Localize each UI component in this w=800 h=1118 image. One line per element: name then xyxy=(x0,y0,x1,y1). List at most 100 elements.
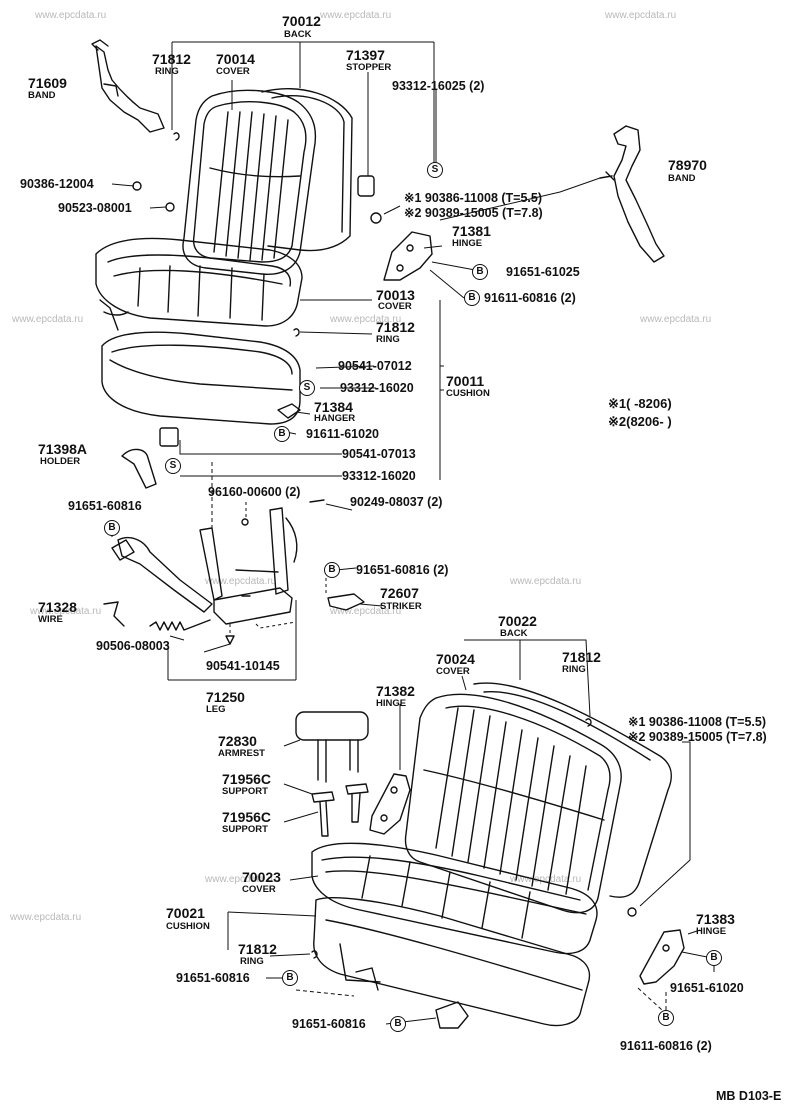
part-number-90506-08003: 90506-08003 xyxy=(96,639,170,653)
part-name-wire: WIRE xyxy=(38,614,63,625)
hinge-rear-left xyxy=(369,773,411,835)
b-marker: B xyxy=(706,950,722,966)
front-seat-back xyxy=(182,88,353,275)
seat-belt-band-right xyxy=(599,125,665,263)
watermark: www.epcdata.ru xyxy=(510,874,582,885)
part-number-71398A: 71398A xyxy=(38,441,88,457)
part-number-90541-10145: 90541-10145 xyxy=(206,659,280,673)
watermark: www.epcdata.ru xyxy=(10,912,82,923)
hinge-rear-right xyxy=(639,929,685,985)
part-name-holder: HOLDER xyxy=(40,456,81,467)
support-1 xyxy=(311,791,335,837)
wire xyxy=(103,601,125,627)
part-number-90389-15005: ※2 90389-15005 (T=7.8) xyxy=(628,730,767,744)
hanger xyxy=(277,403,301,419)
part-name-cover: COVER xyxy=(216,66,250,77)
part-name-ring: RING xyxy=(155,66,179,77)
part-number-91611-60816: 91611-60816 (2) xyxy=(484,291,576,305)
stopper xyxy=(357,175,375,197)
part-name-back: BACK xyxy=(500,628,528,639)
seat-leg-assembly xyxy=(111,507,298,625)
s-marker: S xyxy=(165,458,181,474)
watermark: www.epcdata.ru xyxy=(605,10,677,21)
part-number-78970: 78970 xyxy=(668,157,707,173)
holder xyxy=(121,448,157,489)
part-name-cushion: CUSHION xyxy=(166,921,210,932)
part-number-71383: 71383 xyxy=(696,911,735,927)
armrest xyxy=(295,711,369,783)
watermark: www.epcdata.ru xyxy=(205,874,277,885)
front-seat-cushion-cover xyxy=(95,237,303,327)
b-marker: B xyxy=(464,290,480,306)
part-name-support: SUPPORT xyxy=(222,786,268,797)
part-number-72607: 72607 xyxy=(380,585,419,601)
bracket xyxy=(435,1001,469,1029)
part-number-90249-08037: 90249-08037 (2) xyxy=(350,495,443,509)
spring xyxy=(149,619,211,631)
hinge-front xyxy=(383,231,433,281)
part-number-70021: 70021 xyxy=(166,905,205,921)
rear-seat-cushion-cover xyxy=(311,842,598,955)
part-name-armrest: ARMREST xyxy=(218,748,265,759)
part-number-93312-16020: 93312-16020 xyxy=(342,469,416,483)
part-number-90386-11008: ※1 90386-11008 (T=5.5) xyxy=(628,715,767,729)
part-number-71384: 71384 xyxy=(314,399,353,415)
part-name-hinge: HINGE xyxy=(696,926,727,937)
part-number-71812: 71812 xyxy=(238,941,277,957)
part-number-91651-60816: 91651-60816 xyxy=(176,971,250,985)
part-number-70022: 70022 xyxy=(498,613,537,629)
part-name-ring: RING xyxy=(376,334,400,345)
part-number-90541-07013: 90541-07013 xyxy=(342,447,416,461)
part-number-91611-61020: 91611-61020 xyxy=(306,427,379,441)
part-number-91611-60816: 91611-60816 (2) xyxy=(620,1039,712,1053)
part-name-hanger: HANGER xyxy=(314,413,356,424)
part-number-71956C: 71956C xyxy=(222,809,272,825)
part-number-70013: 70013 xyxy=(376,287,415,303)
part-number-90523-08001: 90523-08001 xyxy=(58,201,132,215)
part-number-91651-60816: 91651-60816 (2) xyxy=(356,563,449,577)
part-number-71956C: 71956C xyxy=(222,771,272,787)
clip xyxy=(159,427,179,447)
part-number-90389-15005: ※2 90389-15005 (T=7.8) xyxy=(404,206,543,220)
part-number-91651-60816: 91651-60816 xyxy=(292,1017,366,1031)
b-marker: B xyxy=(282,970,298,986)
part-number-90541-07012: 90541-07012 xyxy=(338,359,412,373)
part-number-70011: 70011 xyxy=(446,373,485,389)
watermark: www.epcdata.ru xyxy=(330,314,402,325)
part-number-91651-61025: 91651-61025 xyxy=(506,265,580,279)
part-number-70014: 70014 xyxy=(216,51,255,67)
b-marker: B xyxy=(472,264,488,280)
part-name-ring: RING xyxy=(562,664,586,675)
part-number-71609: 71609 xyxy=(28,75,67,91)
b-marker: B xyxy=(390,1016,406,1032)
support-2 xyxy=(345,783,369,823)
watermark: www.epcdata.ru xyxy=(510,576,582,587)
part-name-cover: COVER xyxy=(242,884,276,895)
legend-line-1: ※1( -8206) xyxy=(608,396,672,411)
watermark: www.epcdata.ru xyxy=(205,576,277,587)
b-marker: B xyxy=(274,426,290,442)
part-name-leg: LEG xyxy=(206,704,226,715)
part-name-cushion: CUSHION xyxy=(446,388,490,399)
part-number-71397: 71397 xyxy=(346,47,385,63)
part-number-71812: 71812 xyxy=(152,51,191,67)
legend-line-2: ※2(8206- ) xyxy=(608,414,672,429)
part-number-72830: 72830 xyxy=(218,733,257,749)
s-marker: S xyxy=(299,380,315,396)
diagram-code: MB D103-E xyxy=(716,1089,782,1103)
striker xyxy=(327,593,365,611)
part-number-90386-11008: ※1 90386-11008 (T=5.5) xyxy=(404,191,543,205)
part-number-90386-12004: 90386-12004 xyxy=(20,177,94,191)
part-number-91651-61020: 91651-61020 xyxy=(670,981,744,995)
watermark: www.epcdata.ru xyxy=(330,606,402,617)
seat-belt-band-left xyxy=(91,39,165,133)
part-number-70023: 70023 xyxy=(242,869,281,885)
part-number-91651-60816: 91651-60816 xyxy=(68,499,142,513)
part-number-71812: 71812 xyxy=(376,319,415,335)
watermark: www.epcdata.ru xyxy=(320,10,392,21)
part-name-cover: COVER xyxy=(436,666,470,677)
watermark: www.epcdata.ru xyxy=(30,606,102,617)
b-marker: B xyxy=(658,1010,674,1026)
part-number-70012: 70012 xyxy=(282,13,321,29)
